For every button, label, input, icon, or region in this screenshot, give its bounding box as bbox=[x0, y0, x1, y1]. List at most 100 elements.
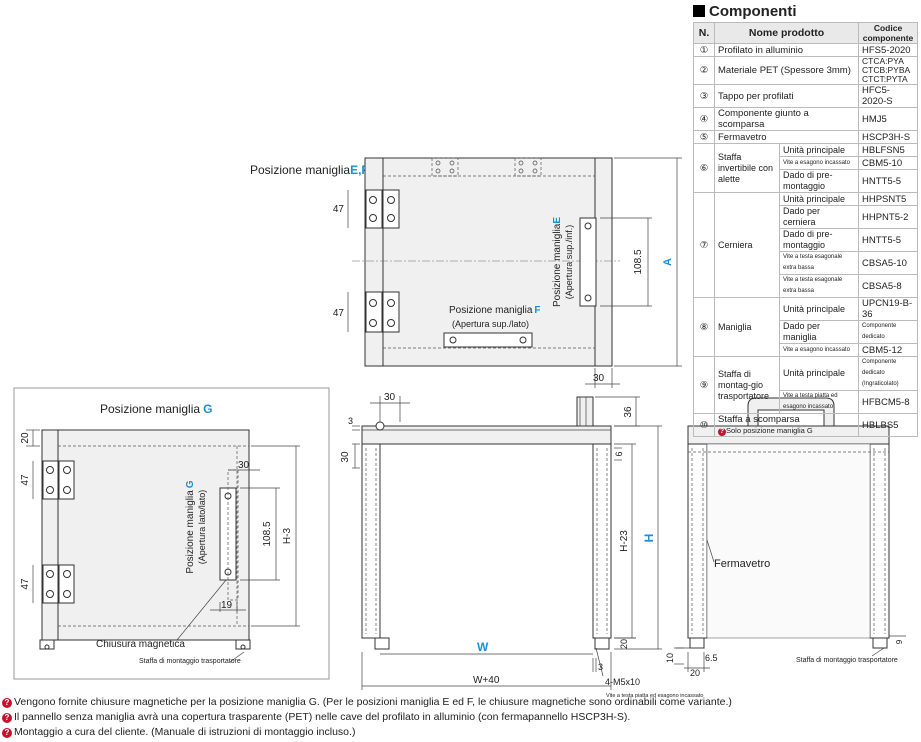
row-number: ⑥ bbox=[693, 143, 715, 193]
handle-f-sub: (Apertura sup./lato) bbox=[452, 319, 529, 329]
dim-9: 9 bbox=[895, 639, 904, 644]
row-product-name-text: Componente giunto a scomparsa bbox=[718, 108, 809, 130]
row-number: ② bbox=[693, 56, 715, 85]
door-panel-ef bbox=[364, 157, 613, 367]
row-sub-item: Dado per maniglia bbox=[779, 320, 859, 344]
row-number: ⑤ bbox=[693, 130, 715, 144]
row-code: HBLBS5 bbox=[858, 413, 918, 437]
tip-icon: ? bbox=[2, 712, 12, 723]
header-code: Codice componente bbox=[858, 22, 918, 44]
row-number: ⑨ bbox=[693, 356, 715, 414]
row-number: ③ bbox=[693, 84, 715, 108]
header-n: N. bbox=[693, 22, 715, 44]
row-product-name: Staffa di montag-gio trasportatore bbox=[714, 356, 780, 414]
row-code: HBLFSN5 bbox=[858, 143, 918, 157]
row-code: HNTT5-5 bbox=[858, 169, 918, 193]
title-square-icon bbox=[693, 5, 705, 17]
row-product-name-text: Profilato in alluminio bbox=[718, 44, 804, 56]
row-number: ⑦ bbox=[693, 192, 715, 298]
handle-e-label: Posizione manigliaE bbox=[552, 217, 563, 307]
row-product-name: Maniglia bbox=[714, 297, 780, 357]
row-product-name-text: Tappo per profilati bbox=[718, 90, 794, 102]
view-front: 30 3 30 36 6 H-23 H 20 W 3 W+40 4-M5x10 … bbox=[340, 392, 703, 699]
dim-h-23: H-23 bbox=[619, 530, 630, 552]
magnetic-closure-label: Chiusura magnetica bbox=[96, 639, 185, 650]
row-product-name: Staffa invertibile con alette bbox=[714, 143, 780, 193]
components-panel: Componenti N. Nome prodotto Codice compo… bbox=[693, 2, 918, 437]
note-1-text: Vengono fornite chiusure magnetiche per … bbox=[14, 696, 732, 708]
components-title: Componenti bbox=[693, 2, 918, 20]
dim-47-g-lower: 47 bbox=[20, 578, 31, 590]
view-side: Fermavetro Staffa di montaggio trasporta… bbox=[665, 397, 906, 678]
dim-6: 6 bbox=[614, 451, 624, 456]
components-title-text: Componenti bbox=[709, 2, 797, 20]
row-product-name-text: Fermavetro bbox=[718, 131, 767, 143]
header-product: Nome prodotto bbox=[714, 22, 859, 44]
row-product-name: Materiale PET (Spessore 3mm) bbox=[714, 56, 859, 85]
dim-47-lower: 47 bbox=[333, 308, 345, 319]
dim-h: H bbox=[642, 534, 656, 543]
row-product-name: Tappo per profilati bbox=[714, 84, 859, 108]
view-ef-title: Posizione manigliaE,F bbox=[250, 163, 369, 177]
front-handle bbox=[576, 396, 594, 427]
row-code: HHPSNT5 bbox=[858, 192, 918, 206]
dim-108-5-g: 108.5 bbox=[262, 521, 273, 546]
fermavetro-label: Fermavetro bbox=[714, 558, 770, 570]
row-sub-item: Vite a esagono incassato bbox=[779, 343, 859, 357]
row-code: HFS5-2020 bbox=[858, 43, 918, 57]
row-note: Solo posizione maniglia G bbox=[726, 426, 813, 435]
handle-g-label: Posizione manigliaG bbox=[185, 480, 196, 573]
tip-icon: ? bbox=[2, 727, 12, 738]
dim-6-5: 6.5 bbox=[705, 653, 718, 663]
note-1: ?Vengono fornite chiusure magnetiche per… bbox=[2, 695, 732, 710]
row-code: HSCP3H-S bbox=[858, 130, 918, 144]
row-product-name: Cerniera bbox=[714, 192, 780, 298]
row-sub-item: Vite a testa esagonale extra bassa bbox=[779, 274, 859, 298]
row-sub-item: Unità principale bbox=[779, 192, 859, 206]
handle-f bbox=[443, 332, 533, 348]
table-header-row: N. Nome prodotto Codice componente bbox=[693, 22, 918, 44]
dim-3-front: 3 bbox=[348, 416, 353, 426]
row-sub-item: Vite a testa esagonale extra bassa bbox=[779, 251, 859, 275]
row-code: HNTT5-5 bbox=[858, 228, 918, 252]
dim-36: 36 bbox=[623, 406, 634, 418]
note-3-text: Montaggio a cura del cliente. (Manuale d… bbox=[14, 726, 356, 738]
row-sub-item: Unità principale bbox=[779, 297, 859, 321]
notes: ?Vengono fornite chiusure magnetiche per… bbox=[2, 695, 732, 740]
dim-30-g: 30 bbox=[238, 460, 250, 471]
row-number: ⑩ bbox=[693, 413, 715, 437]
row-code: CBM5-12 bbox=[858, 343, 918, 357]
dim-20-g: 20 bbox=[20, 432, 31, 444]
row-code: Componente dedicato bbox=[858, 320, 918, 344]
row-product-name-text: Materiale PET (Spessore 3mm) bbox=[718, 65, 851, 76]
dim-a: A bbox=[662, 258, 674, 266]
dim-w: W bbox=[477, 640, 489, 654]
bracket-label-side: Staffa di montaggio trasportatore bbox=[796, 657, 898, 664]
row-code: HFBCM5-8 bbox=[858, 390, 918, 414]
row-code: HHPNT5-2 bbox=[858, 205, 918, 229]
dim-20-side: 20 bbox=[690, 668, 700, 678]
bracket-label-g: Staffa di montaggio trasportatore bbox=[139, 658, 241, 665]
row-product-name: Profilato in alluminio bbox=[714, 43, 859, 57]
note-3: ?Montaggio a cura del cliente. (Manuale … bbox=[2, 725, 732, 740]
row-sub-item: Unità principale bbox=[779, 356, 859, 391]
row-number: ⑧ bbox=[693, 297, 715, 357]
handle-e bbox=[579, 217, 597, 307]
tip-icon: ? bbox=[718, 428, 726, 436]
